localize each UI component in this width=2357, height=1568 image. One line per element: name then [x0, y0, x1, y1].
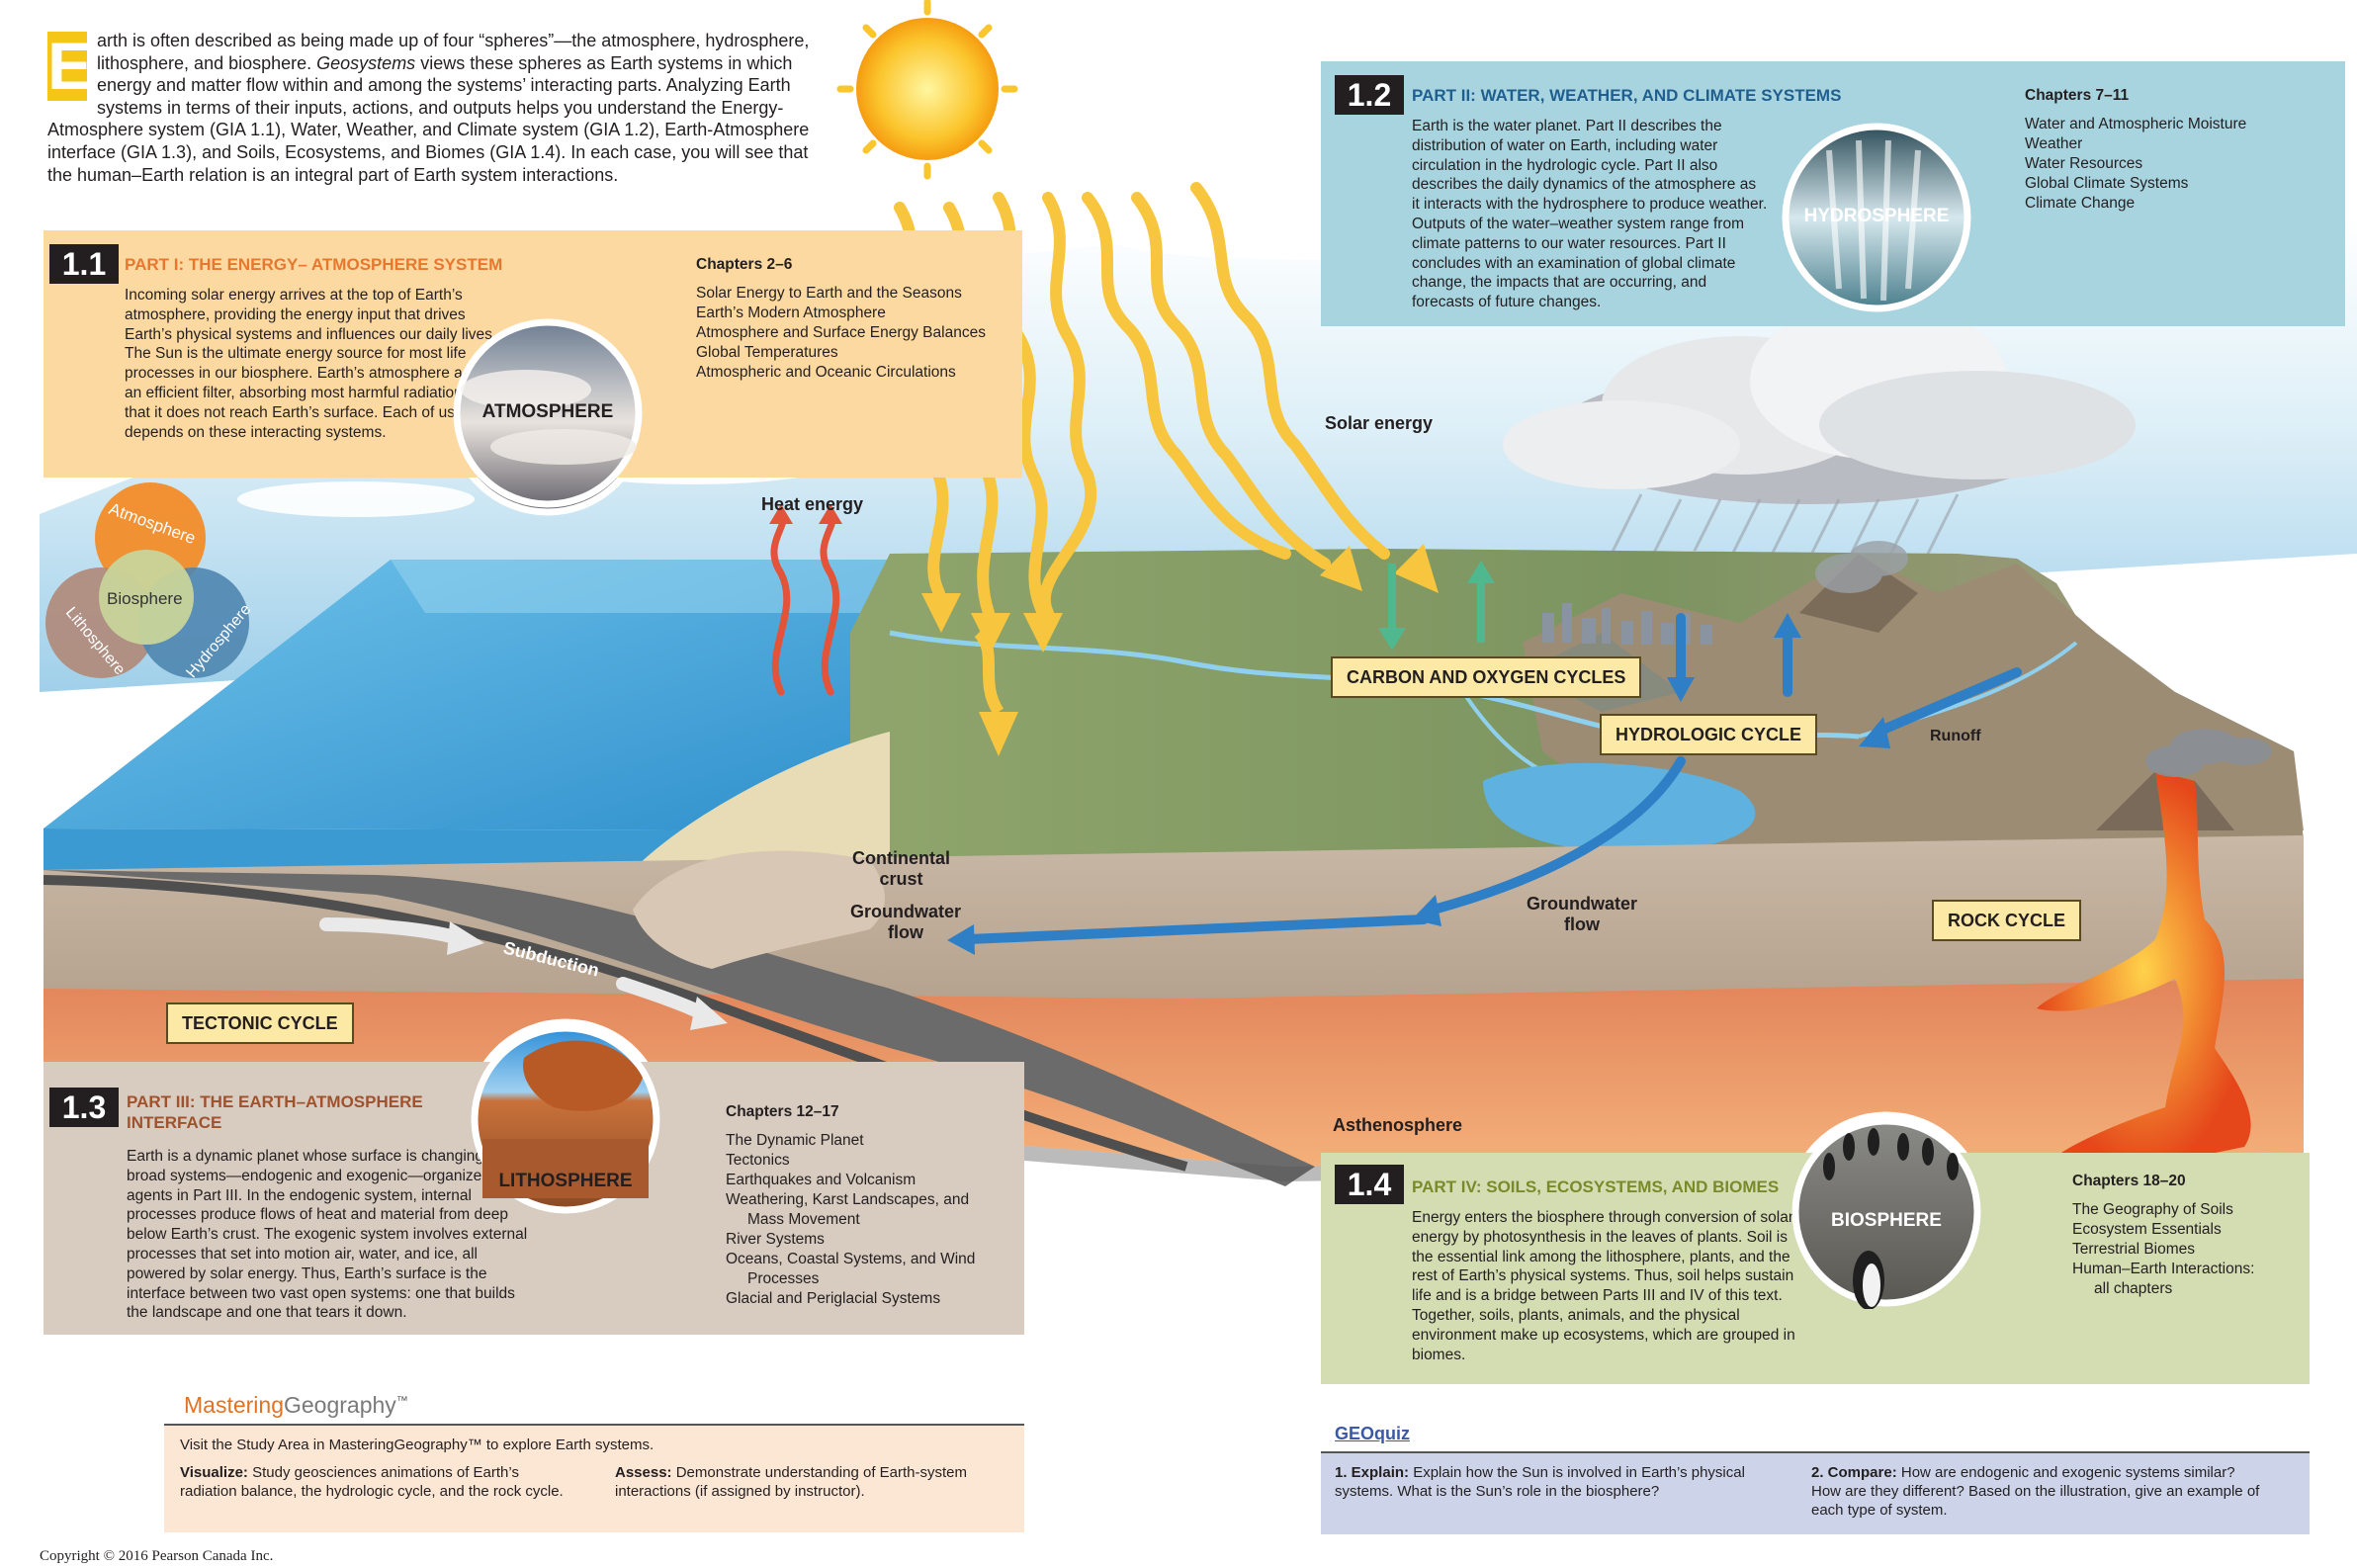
chapter-item: Tectonics [726, 1152, 790, 1169]
chapters-list: Water and Atmospheric Moisture Weather W… [2025, 115, 2246, 214]
assess-text: Demonstrate understanding of Earth-syste… [615, 1464, 968, 1500]
mastering-title-b: Geography [283, 1392, 396, 1418]
mastering-title: MasteringGeography™ [184, 1392, 408, 1419]
panel-title-line: PART III: THE EARTH–ATMOSPHERE [127, 1092, 423, 1111]
chapter-item: Oceans, Coastal Systems, and Wind [726, 1251, 976, 1267]
chapter-item: Climate Change [2025, 195, 2136, 212]
chapters-list: The Dynamic Planet Tectonics Earthquakes… [726, 1131, 975, 1309]
panel-badge: 1.1 [49, 244, 119, 284]
geoquiz-question-2: 2. Compare: How are endogenic and exogen… [1811, 1463, 2266, 1520]
chapter-item: The Geography of Soils [2072, 1201, 2233, 1218]
chapter-item: all chapters [2094, 1280, 2173, 1297]
chapters-heading: Chapters 2–6 [696, 256, 793, 273]
chapters-heading: Chapters 12–17 [726, 1103, 839, 1120]
question-text: How are endogenic and exogenic systems s… [1811, 1464, 2260, 1519]
mastering-visualize: Visualize: Study geosciences animations … [180, 1463, 575, 1501]
asthenosphere-label: Asthenosphere [1333, 1115, 1463, 1135]
mastering-band: Visit the Study Area in MasteringGeograp… [164, 1424, 1024, 1532]
mastering-assess: Assess: Demonstrate understanding of Ear… [615, 1463, 1010, 1501]
panel-title-line: INTERFACE [127, 1113, 222, 1132]
panel-water-weather-climate: 1.2 PART II: WATER, WEATHER, AND CLIMATE… [1321, 61, 2345, 326]
panel-title: PART II: WATER, WEATHER, AND CLIMATE SYS… [1412, 86, 1842, 105]
visualize-text: Study geosciences animations of Earth’s … [180, 1464, 564, 1500]
geoquiz-band: 1. Explain: Explain how the Sun is invol… [1321, 1451, 2310, 1534]
chapter-item: Atmospheric and Oceanic Circulations [696, 364, 956, 381]
dropcap: E [47, 29, 93, 104]
chapter-item: Water Resources [2025, 155, 2143, 172]
heat-energy-label: Heat energy [761, 494, 864, 514]
geoquiz-box: GEOquiz 1. Explain: Explain how the Sun … [1321, 1414, 2310, 1534]
intro-text-b: views these spheres as Earth systems in … [47, 52, 810, 185]
visualize-label: Visualize: [180, 1464, 248, 1481]
copyright: Copyright © 2016 Pearson Canada Inc. [40, 1548, 274, 1564]
hydrologic-cycle-label: HYDROLOGIC CYCLE [1600, 714, 1818, 755]
label-line: Groundwater [850, 902, 962, 921]
chapters-heading: Chapters 18–20 [2072, 1173, 2186, 1189]
chapters-list: The Geography of Soils Ecosystem Essenti… [2072, 1200, 2254, 1299]
label-line: Continental [852, 848, 950, 868]
chapter-item: Weather [2025, 135, 2083, 152]
intro-text-em: Geosystems [316, 52, 416, 73]
panel-energy-atmosphere: 1.1 PART I: THE ENERGY– ATMOSPHERE SYSTE… [44, 230, 1022, 478]
panel-soils-ecosystems-biomes: 1.4 PART IV: SOILS, ECOSYSTEMS, AND BIOM… [1321, 1153, 2310, 1384]
panel-body: Energy enters the biosphere through conv… [1412, 1209, 1795, 1363]
chapter-item: Weathering, Karst Landscapes, and [726, 1191, 970, 1208]
intro-text-a: arth is often described as being made up… [97, 31, 810, 73]
chapter-item: River Systems [726, 1231, 825, 1248]
question-label: 1. Explain: [1335, 1464, 1410, 1481]
chapters-list: Solar Energy to Earth and the Seasons Ea… [696, 284, 986, 383]
tectonic-cycle-label: TECTONIC CYCLE [166, 1002, 354, 1044]
panel-earth-atmosphere-interface: 1.3 PART III: THE EARTH–ATMOSPHERE INTERF… [44, 1062, 1024, 1335]
solar-energy-label: Solar energy [1325, 413, 1434, 433]
runoff-label: Runoff [1930, 728, 1981, 744]
mastering-geography-box: MasteringGeography™ Visit the Study Area… [164, 1382, 1024, 1532]
chapter-item: Ecosystem Essentials [2072, 1221, 2222, 1238]
question-label: 2. Compare: [1811, 1464, 1897, 1481]
panel-body: Earth is the water planet. Part II descr… [1412, 118, 1768, 311]
mastering-intro: Visit the Study Area in MasteringGeograp… [180, 1437, 655, 1453]
chapter-item: Global Climate Systems [2025, 175, 2189, 192]
chapter-item: Glacial and Periglacial Systems [726, 1290, 941, 1307]
panel-title: PART IV: SOILS, ECOSYSTEMS, AND BIOMES [1412, 1177, 1780, 1196]
chapter-item: Global Temperatures [696, 344, 838, 361]
rock-cycle-label: ROCK CYCLE [1932, 900, 2082, 941]
chapter-item: Earthquakes and Volcanism [726, 1172, 917, 1188]
chapter-item: Human–Earth Interactions: [2072, 1261, 2255, 1277]
storm-cloud [1503, 302, 2136, 619]
panel-badge: 1.3 [49, 1088, 119, 1127]
trademark: ™ [395, 1393, 408, 1408]
chapters-heading: Chapters 7–11 [2025, 87, 2130, 104]
panel-body: Incoming solar energy arrives at the top… [125, 287, 503, 441]
sun [856, 18, 999, 160]
mastering-title-a: Mastering [184, 1392, 284, 1418]
assess-label: Assess: [615, 1464, 672, 1481]
panel-title: PART I: THE ENERGY– ATMOSPHERE SYSTEM [125, 255, 503, 274]
question-text: Explain how the Sun is involved in Earth… [1335, 1464, 1745, 1500]
panel-badge: 1.2 [1335, 75, 1404, 115]
chapter-item: Water and Atmospheric Moisture [2025, 116, 2247, 132]
panel-body: Earth is a dynamic planet whose surface … [127, 1148, 528, 1322]
geoquiz-title: GEOquiz [1335, 1424, 1410, 1443]
chapter-item: Solar Energy to Earth and the Seasons [696, 285, 962, 302]
venn-label-biosphere: Biosphere [107, 589, 183, 608]
geoquiz-question-1: 1. Explain: Explain how the Sun is invol… [1335, 1463, 1780, 1501]
chapter-item: Terrestrial Biomes [2072, 1241, 2196, 1258]
label-line: flow [888, 922, 923, 942]
label-line: flow [1564, 915, 1600, 934]
label-line: Groundwater [1527, 894, 1638, 914]
chapter-item: Atmosphere and Surface Energy Balances [696, 324, 986, 341]
chapter-item: Mass Movement [747, 1211, 860, 1228]
spheres-venn-diagram [45, 482, 249, 678]
label-line: crust [879, 869, 923, 889]
chapter-item: The Dynamic Planet [726, 1132, 864, 1149]
chapter-item: Earth’s Modern Atmosphere [696, 305, 886, 321]
carbon-oxygen-cycles-label: CARBON AND OXYGEN CYCLES [1331, 656, 1642, 698]
chapter-item: Processes [747, 1270, 820, 1287]
panel-title: PART III: THE EARTH–ATMOSPHERE INTERFACE [127, 1091, 423, 1133]
panel-badge: 1.4 [1335, 1165, 1404, 1204]
